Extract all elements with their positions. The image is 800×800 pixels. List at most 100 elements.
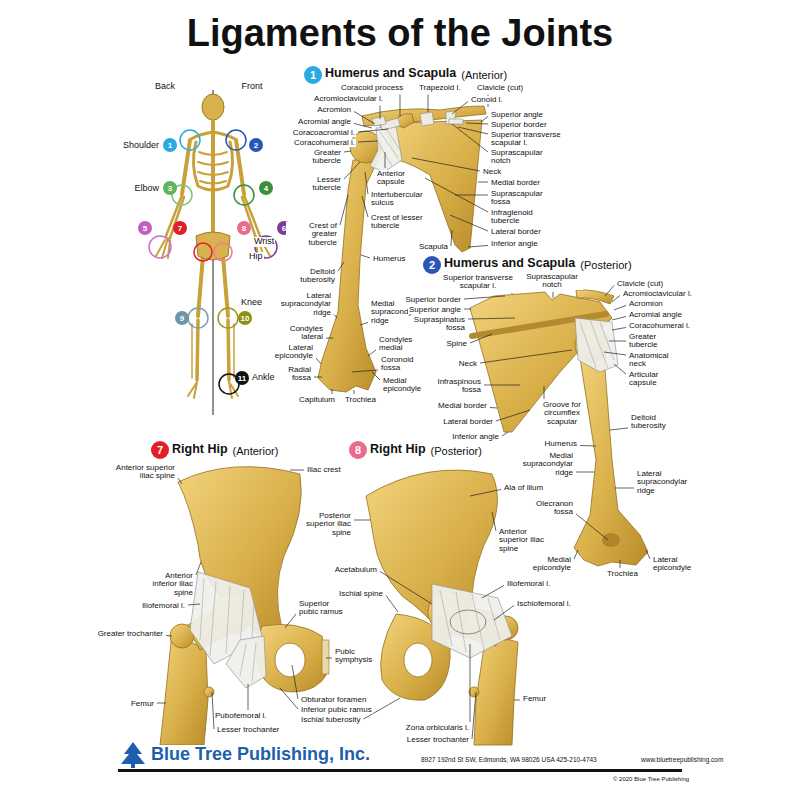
joint-label: Shoulder bbox=[122, 141, 160, 151]
part-label: Ala of ilium bbox=[503, 484, 544, 492]
callout-number: 10 bbox=[238, 311, 252, 325]
part-label: Anterior capsule bbox=[376, 170, 418, 187]
part-label: Femur bbox=[130, 700, 155, 708]
part-label: Medial epicondyle bbox=[524, 556, 572, 573]
part-label: Radial fossa bbox=[280, 366, 312, 383]
leader-line bbox=[614, 305, 626, 310]
callout-number: 11 bbox=[235, 371, 249, 385]
leader-line bbox=[490, 407, 497, 409]
part-label: Anterior superior iliac spine bbox=[108, 464, 176, 481]
leader-line bbox=[574, 550, 578, 559]
section-view: (Posterior) bbox=[579, 259, 632, 271]
part-label: Acromioclavicular l. bbox=[622, 290, 693, 298]
leader-line bbox=[612, 316, 626, 320]
part-label: Superior border bbox=[490, 121, 548, 129]
leader-line bbox=[358, 141, 378, 142]
section-heading: Right Hip bbox=[369, 443, 427, 457]
part-label: Scapula bbox=[418, 243, 449, 251]
leader-line bbox=[478, 182, 488, 183]
callout-number: 7 bbox=[173, 221, 187, 235]
part-label: Greater trochanter bbox=[97, 630, 164, 638]
part-label: Medial supracondylar ridge bbox=[518, 452, 574, 477]
part-label: Superior angle bbox=[408, 306, 462, 314]
leader-line bbox=[450, 215, 488, 231]
joint-label: Front bbox=[240, 82, 263, 92]
callout-text: 11 bbox=[238, 374, 246, 383]
part-label: Trapezoid l. bbox=[418, 84, 462, 92]
part-label: Lateral border bbox=[490, 228, 542, 236]
leader-line bbox=[365, 172, 368, 194]
leader-line bbox=[464, 296, 505, 299]
section-view: (Anterior) bbox=[232, 445, 280, 457]
part-label: Lesser trochanter bbox=[406, 736, 470, 744]
part-label: Lateral epicondyle bbox=[652, 556, 700, 573]
leader-line bbox=[248, 684, 249, 710]
leader-line bbox=[455, 195, 488, 196]
leader-line bbox=[512, 293, 513, 294]
leader-line bbox=[553, 292, 554, 298]
part-label: Greater tubercle bbox=[295, 149, 342, 166]
part-label: Capitulum bbox=[298, 396, 336, 404]
section-heading: Humerus and Scapula bbox=[443, 257, 576, 271]
callout-text: 4 bbox=[264, 184, 268, 193]
part-label: Ischiofemoral l. bbox=[516, 600, 572, 608]
leader-line bbox=[292, 665, 298, 699]
joint-label: Knee bbox=[240, 298, 263, 308]
leader-line bbox=[425, 178, 488, 212]
leader-line bbox=[470, 334, 492, 343]
leader-line bbox=[316, 358, 321, 364]
leader-line bbox=[400, 94, 401, 117]
leader-line bbox=[178, 478, 182, 484]
part-label: Lateral supracondylar ridge bbox=[276, 292, 332, 317]
leader-lines bbox=[157, 94, 650, 739]
leader-line bbox=[212, 692, 214, 729]
leader-line bbox=[326, 658, 332, 659]
section-view: (Anterior) bbox=[460, 69, 508, 81]
leader-line bbox=[196, 562, 201, 575]
callout-text: 5 bbox=[143, 224, 147, 233]
callout-text: 9 bbox=[180, 314, 184, 323]
section-view: (Posterior) bbox=[430, 445, 483, 457]
part-label: Olecranon fossa bbox=[526, 500, 574, 517]
leader-line bbox=[280, 688, 298, 709]
callout-text: 1 bbox=[168, 141, 172, 150]
part-label: Infraspinous fossa bbox=[430, 378, 482, 395]
shoulder-posterior bbox=[470, 290, 648, 566]
leader-line bbox=[576, 472, 594, 473]
leader-line bbox=[496, 410, 530, 421]
callout-text: 7 bbox=[157, 444, 163, 456]
callout-number: 5 bbox=[138, 221, 152, 235]
callout-text: 2 bbox=[254, 141, 258, 150]
section-heading: Right Hip bbox=[171, 443, 229, 457]
part-label: Acromial angle bbox=[297, 118, 352, 126]
section-heading: Humerus and Scapula bbox=[324, 67, 457, 81]
leader-line bbox=[604, 352, 626, 355]
leader-line bbox=[344, 151, 351, 152]
leader-line bbox=[380, 105, 381, 119]
leader-line bbox=[332, 389, 333, 394]
leader-line bbox=[481, 116, 488, 122]
leader-line bbox=[470, 644, 471, 722]
leader-line bbox=[544, 386, 545, 399]
leader-line bbox=[188, 604, 200, 605]
callout-text: 8 bbox=[242, 224, 246, 233]
part-label: Conoid l. bbox=[470, 96, 504, 104]
leader-line bbox=[468, 318, 515, 319]
part-label: Inferior angle bbox=[451, 433, 500, 441]
callout-text: 10 bbox=[241, 314, 250, 323]
part-label: Iliofemoral l. bbox=[141, 602, 186, 610]
part-label: Coracoid process bbox=[340, 84, 404, 92]
leader-line bbox=[609, 341, 626, 342]
leader-line bbox=[468, 245, 488, 247]
leader-line bbox=[358, 129, 388, 132]
publisher-logo: Blue Tree Publishing, Inc. bbox=[150, 745, 371, 765]
part-label: Lesser trochanter bbox=[216, 726, 280, 734]
leader-line bbox=[464, 309, 471, 310]
leader-line bbox=[344, 162, 360, 179]
leader-line bbox=[386, 595, 398, 612]
part-label: Medial border bbox=[437, 402, 488, 410]
part-label: Coracoacromial l. bbox=[292, 129, 356, 137]
leader-line bbox=[610, 428, 628, 430]
leader-line bbox=[614, 364, 626, 374]
